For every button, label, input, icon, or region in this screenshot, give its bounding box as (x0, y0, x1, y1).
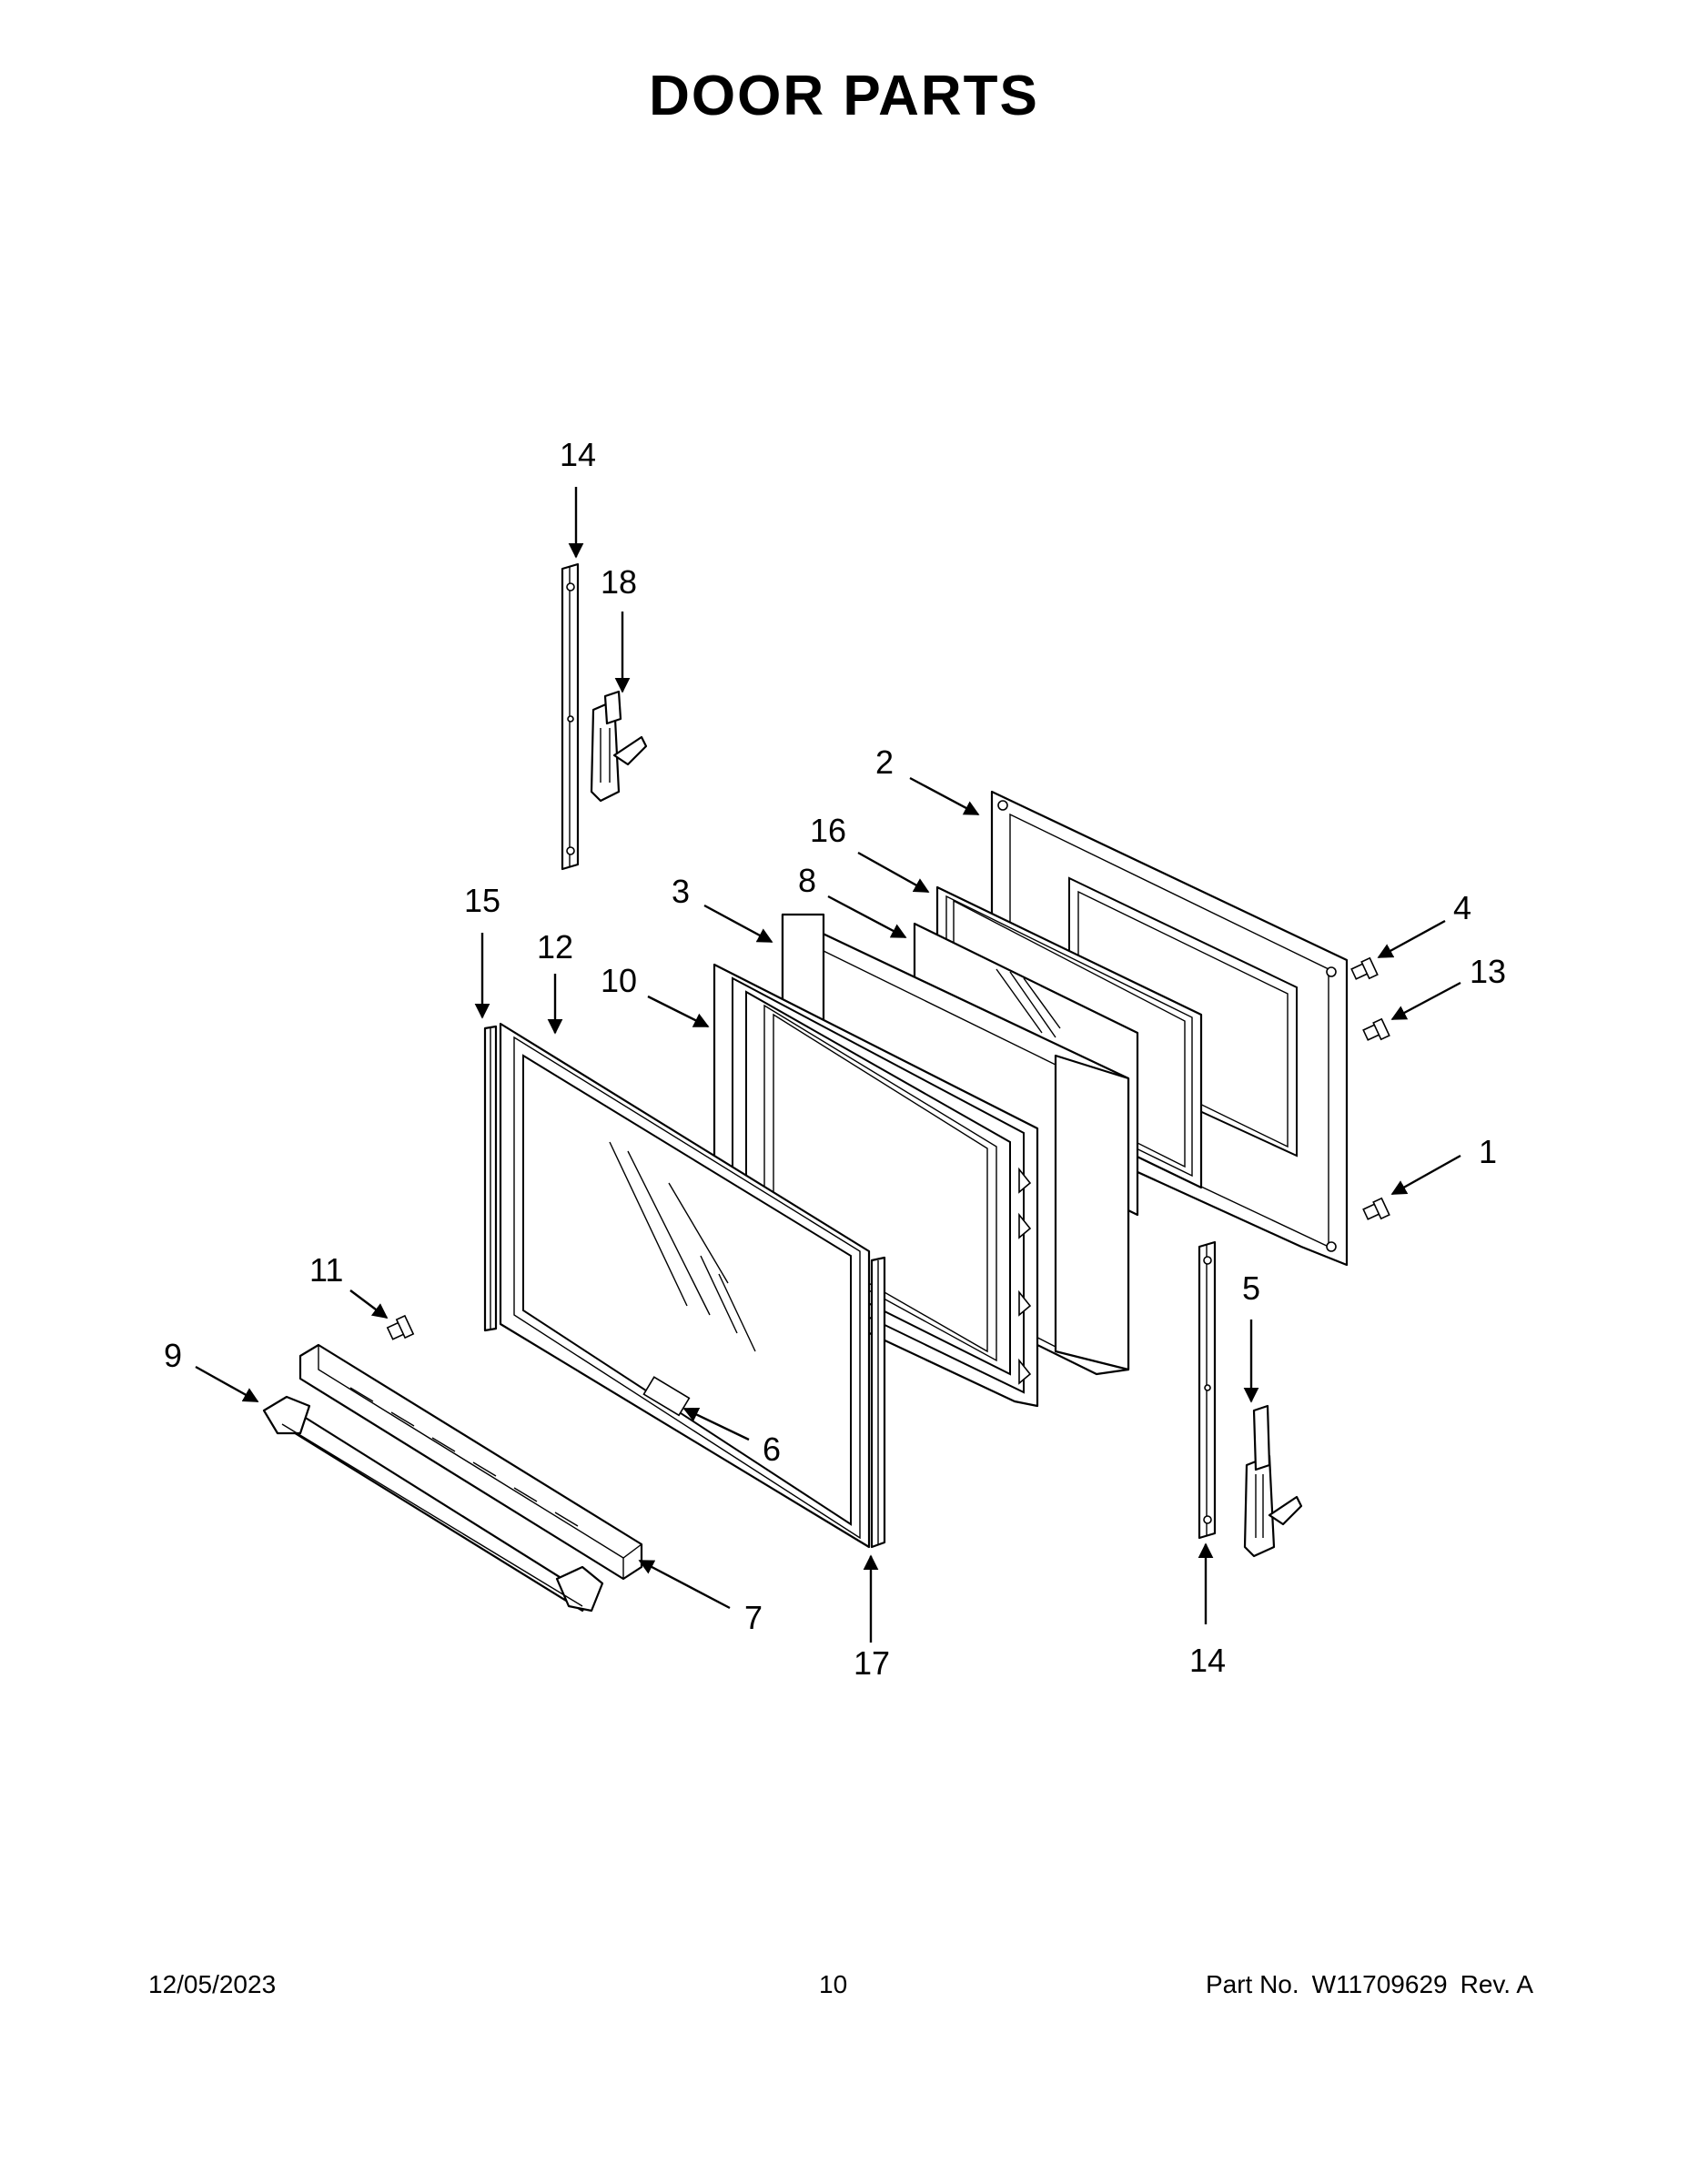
callout-6: 6 (763, 1431, 781, 1468)
part-14-hinge-receptacle-bottom (1198, 1240, 1217, 1540)
callout-14-top: 14 (560, 436, 596, 473)
footer-revision: Rev. A (1460, 1970, 1533, 1998)
callout-17: 17 (854, 1644, 890, 1682)
part-9-door-handle (262, 1395, 604, 1613)
page-title: DOOR PARTS (649, 65, 1039, 127)
part-4-screw (1350, 956, 1379, 980)
callout-15: 15 (464, 882, 500, 919)
footer-page-number: 10 (819, 1970, 848, 1998)
part-17-right-door-trim (870, 1256, 886, 1549)
part-15-left-door-trim (483, 1025, 498, 1332)
callout-8: 8 (798, 862, 816, 899)
part-1-screw (1362, 1197, 1390, 1220)
callout-12: 12 (537, 928, 573, 966)
part-13-screw (1362, 1017, 1390, 1041)
callout-7: 7 (744, 1599, 763, 1636)
part-11-screw (386, 1314, 415, 1340)
callout-3: 3 (672, 873, 690, 910)
part-18-hinge-left (590, 690, 648, 803)
footer-part-label: Part No. (1205, 1970, 1299, 1998)
part-12-outer-door-glass (499, 1022, 871, 1549)
callout-10: 10 (601, 962, 637, 999)
callout-9: 9 (164, 1337, 182, 1374)
callout-16: 16 (810, 812, 846, 849)
callout-18: 18 (601, 563, 637, 601)
callout-5: 5 (1242, 1269, 1260, 1307)
part-5-hinge-right (1243, 1404, 1303, 1558)
footer-date: 12/05/2023 (148, 1970, 277, 1998)
callout-1: 1 (1479, 1133, 1497, 1170)
footer-part-number: W11709629 (1311, 1970, 1448, 1998)
part-14-hinge-receptacle-top (561, 562, 580, 871)
footer-part-info: Part No. W11709629 Rev. A (1193, 1970, 1533, 1999)
leader-arrows (195, 487, 1461, 1643)
callout-4: 4 (1453, 889, 1471, 926)
callout-11: 11 (309, 1251, 343, 1289)
callout-14-bottom: 14 (1189, 1642, 1226, 1679)
callout-13: 13 (1470, 953, 1506, 990)
callout-2: 2 (875, 743, 894, 781)
